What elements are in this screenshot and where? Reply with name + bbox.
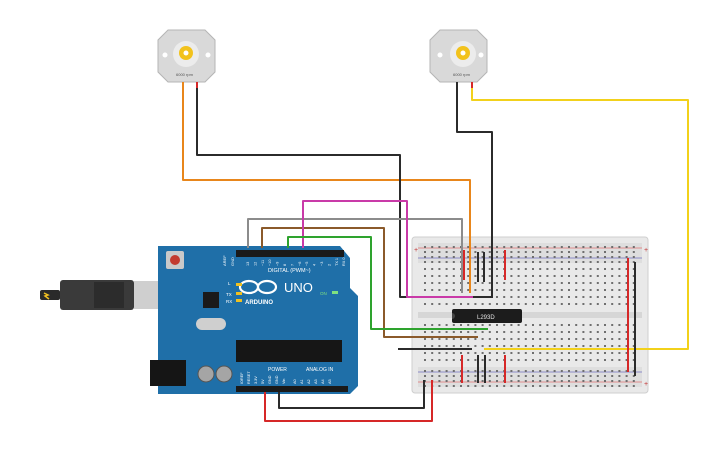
yellow-wire[interactable] [471, 84, 689, 350]
tx-led [236, 292, 242, 295]
tx-label: TX [226, 292, 232, 297]
breadboard[interactable]: + + + [411, 236, 649, 394]
rail-plus-label: + [414, 247, 418, 254]
atmega-chip [236, 340, 342, 362]
l-led [236, 283, 242, 286]
digital-pin-label-3: ~10 [268, 260, 272, 266]
power-pin-label-6: Vin [282, 379, 286, 384]
dc-motor-1[interactable]: 6000 rpm [157, 29, 216, 88]
power-pin-label-1: RESET [247, 371, 251, 384]
digital-pin-label-12: TX 1 [335, 258, 339, 266]
arduino-uno-board[interactable]: ARDUINO UNO DIGITAL (PWM~) POWER ANALOG … [150, 246, 358, 394]
power-label: POWER [268, 367, 287, 373]
usb-cable [40, 280, 158, 310]
analog-label: ANALOG IN [306, 367, 334, 373]
analog-pin-label-5: A5 [328, 379, 332, 384]
digital-pin-label-1: 12 [253, 262, 257, 266]
analog-pin-label-1: A1 [300, 379, 304, 384]
power-pin-label-3: 5V [261, 379, 265, 384]
crystal-oscillator [196, 318, 226, 330]
brown-wire[interactable] [261, 227, 478, 338]
digital-pin-label-4: ~9 [276, 262, 280, 266]
power-pin-label-4: GND [268, 375, 272, 384]
motor-1-label: 6000 rpm [176, 72, 194, 77]
digital-pin-label-7: ~6 [298, 262, 302, 266]
black-wire-gnd[interactable] [278, 380, 425, 409]
reset-button-cap[interactable] [170, 255, 180, 265]
digital-pin-label-10: ~3 [320, 262, 324, 266]
analog-pin-label-4: A4 [321, 379, 325, 384]
motor-2-label: 6000 rpm [453, 72, 471, 77]
orange-wire[interactable] [182, 84, 471, 293]
breadboard-holes[interactable] [424, 246, 635, 387]
digital-pin-label-5: 8 [283, 264, 287, 266]
gnd-label: GND [230, 257, 235, 266]
power-header[interactable] [236, 386, 348, 392]
dc-motor-2[interactable]: 6000 rpm [429, 29, 488, 88]
digital-pin-label-9: 4 [313, 264, 317, 266]
red-wire-power[interactable] [264, 380, 433, 422]
on-led [332, 291, 338, 294]
analog-pin-label-3: A3 [314, 379, 318, 384]
power-pin-label-0: IOREF [240, 372, 244, 384]
digital-header-label: DIGITAL (PWM~) [268, 268, 311, 274]
green-wire[interactable] [287, 236, 488, 330]
dc-power-jack[interactable] [150, 360, 186, 386]
magenta-wire[interactable] [302, 200, 473, 298]
digital-pin-label-13: RX 0 [342, 258, 346, 266]
arduino-model: UNO [284, 280, 313, 295]
arduino-brand: ARDUINO [245, 300, 273, 306]
rail-plus-label-right: + [644, 247, 648, 254]
power-pin-label-5: GND [275, 375, 279, 384]
usb-chip [203, 292, 219, 308]
capacitor-1 [197, 365, 215, 383]
l-led-label: L [228, 281, 231, 286]
power-pin-label-2: 3.3V [254, 376, 258, 384]
gray-wire[interactable] [247, 218, 463, 293]
chip-label: L293D [477, 315, 495, 321]
rx-led [236, 299, 242, 302]
capacitor-2 [215, 365, 233, 383]
digital-pin-label-8: ~5 [305, 262, 309, 266]
aref-label: AREF [222, 255, 227, 266]
on-led-label: ON [320, 291, 327, 296]
rx-label: RX [226, 299, 232, 304]
wires[interactable] [182, 84, 689, 422]
digital-pin-label-2: ~11 [261, 260, 265, 266]
digital-pin-label-6: 7 [290, 264, 294, 266]
digital-pin-label-11: 2 [327, 264, 331, 266]
black-wire-motor2[interactable] [456, 84, 493, 297]
digital-header[interactable] [236, 250, 344, 257]
arduino-logo [238, 279, 278, 295]
digital-pin-label-0: 13 [246, 262, 250, 266]
breadboard-channel [418, 312, 642, 318]
analog-pin-label-0: A0 [293, 379, 297, 384]
analog-pin-label-2: A2 [307, 379, 311, 384]
rail-plus-label-bottom: + [644, 381, 648, 388]
l293d-chip[interactable]: L293D [452, 309, 522, 323]
